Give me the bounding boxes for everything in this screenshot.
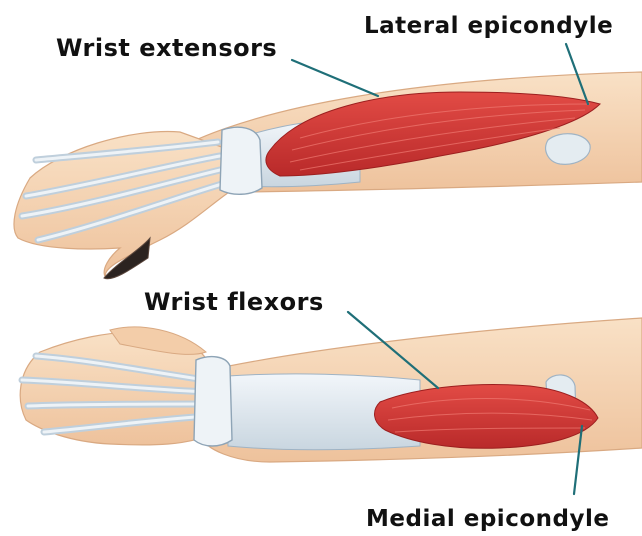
extensors-leader-line <box>292 60 378 96</box>
bottom-forearm <box>20 318 642 462</box>
label-wrist-flexors: Wrist flexors <box>144 288 324 316</box>
label-lateral-epicondyle: Lateral epicondyle <box>364 13 613 39</box>
label-wrist-extensors: Wrist extensors <box>56 34 277 62</box>
top-forearm <box>14 72 642 279</box>
label-medial-epicondyle: Medial epicondyle <box>366 506 609 532</box>
bottom-wrist-band <box>194 357 232 446</box>
top-wrist-band <box>220 127 262 194</box>
